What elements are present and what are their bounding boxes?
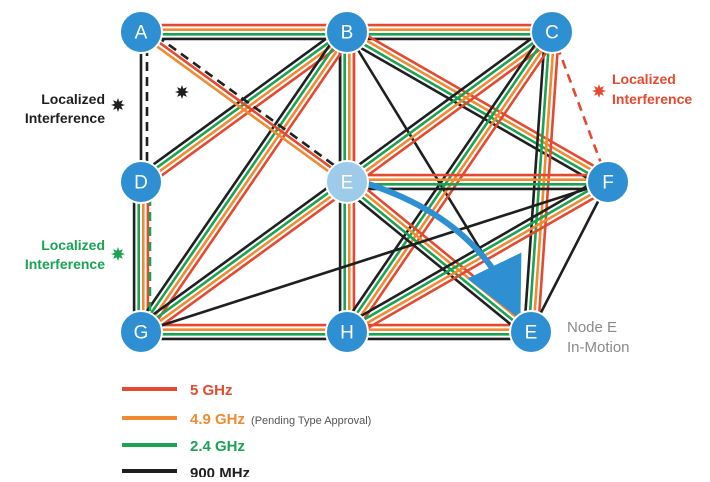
node-circle-h — [325, 310, 369, 354]
node-label-b: B — [341, 23, 354, 44]
node-label-f: F — [602, 173, 614, 194]
link-C-E0-b24 — [344, 29, 552, 182]
link-B-G-b900 — [134, 27, 343, 329]
node-g: G — [119, 310, 163, 354]
link-A-E0-b5 — [141, 29, 350, 182]
legend-note-4-9ghz: (Pending Type Approval) — [251, 415, 371, 427]
interference-burst-icon-left — [111, 98, 125, 112]
link-F-G-b900 — [140, 180, 609, 334]
link-B-G-b49 — [141, 32, 350, 335]
node-d: D — [119, 160, 163, 204]
interference-black-line1: Localized — [41, 91, 105, 107]
node-c: C — [530, 10, 574, 54]
interference-burst-icon-ae — [175, 85, 189, 99]
node-label-h: H — [340, 323, 354, 344]
link-C-E1-b49 — [531, 32, 556, 333]
node-label-e1: E — [525, 323, 538, 344]
link-F-H-b900 — [342, 174, 606, 328]
link-F-H-b5 — [349, 186, 613, 340]
links-layer — [132, 23, 613, 341]
link-B-G-b24 — [138, 29, 347, 332]
interference-red-line2: Interference — [612, 91, 692, 107]
link-A-E0-b49 — [138, 32, 347, 185]
link-C-E1-b900 — [522, 31, 547, 332]
node-circle-g — [119, 310, 163, 354]
nodes-layer: A B C D E F G H E — [119, 10, 630, 354]
link-C-H-b900 — [340, 27, 548, 329]
interference-icons — [111, 84, 606, 261]
link-E0-G-b900 — [136, 175, 344, 328]
node-label-g: G — [134, 323, 149, 344]
link-C-E1-b24 — [527, 31, 552, 332]
link-B-F-b900 — [342, 36, 606, 190]
node-circle-a — [119, 10, 163, 54]
node-e1: E — [509, 310, 553, 354]
node-label-d: D — [134, 173, 148, 194]
link-B-D-b24 — [138, 29, 347, 182]
link-E0-G-b5 — [144, 186, 352, 339]
node-e0: E — [325, 160, 369, 204]
interference-burst-icon-green — [111, 247, 125, 261]
node-f: F — [586, 160, 630, 204]
legend-label-4-9ghz: 4.9 GHz — [190, 411, 245, 428]
legend-label-5ghz: 5 GHz — [190, 382, 233, 399]
node-circle-e1 — [509, 310, 553, 354]
node-motion-line2: In-Motion — [567, 339, 630, 356]
node-motion-line1: Node E — [567, 319, 617, 336]
link-B-F-b5 — [349, 24, 613, 178]
node-circle-e0 — [325, 160, 369, 204]
legend-label-900mhz: 900 MHz — [190, 465, 250, 477]
node-label-c: C — [545, 23, 559, 44]
link-E0-E1-b5 — [350, 175, 537, 328]
node-circle-d — [119, 160, 163, 204]
link-C-E1-b5 — [536, 32, 561, 333]
link-B-F-b24 — [345, 32, 608, 186]
interference-green-line2: Interference — [25, 256, 105, 272]
node-h: H — [325, 310, 369, 354]
dashed-links-layer — [143, 26, 610, 332]
dashed-link-C-F-b5 — [550, 31, 610, 183]
node-b: B — [325, 10, 369, 54]
node-circle-b — [325, 10, 369, 54]
node-a: A — [119, 10, 163, 54]
link-C-E0-b900 — [342, 25, 549, 178]
link-E0-G-b24 — [138, 179, 347, 332]
interference-burst-icon-red — [592, 84, 606, 98]
link-B-F-b49 — [347, 28, 610, 182]
interference-black-line2: Interference — [25, 110, 105, 126]
legend: 5 GHz 4.9 GHz (Pending Type Approval) 2.4… — [122, 382, 371, 482]
link-F-E1-b900 — [529, 181, 610, 333]
legend-label-2-4ghz: 2.4 GHz — [190, 438, 245, 455]
node-circle-f — [586, 160, 630, 204]
motion-arrow — [361, 179, 522, 320]
node-label-a: A — [135, 23, 148, 44]
link-B-G-b5 — [145, 35, 354, 337]
link-C-H-b5 — [351, 35, 559, 337]
link-E0-G-b49 — [141, 182, 350, 335]
legend-label-4-9ghz-group: 4.9 GHz (Pending Type Approval) — [190, 411, 371, 428]
node-circle-c — [530, 10, 574, 54]
interference-green-line1: Localized — [41, 237, 105, 253]
interference-red-line1: Localized — [612, 71, 676, 87]
link-B-D-b49 — [141, 32, 350, 185]
dashed-link-A-E0-b900 — [143, 26, 352, 179]
node-label-e0: E — [341, 173, 354, 194]
link-C-E0-b49 — [347, 32, 555, 185]
